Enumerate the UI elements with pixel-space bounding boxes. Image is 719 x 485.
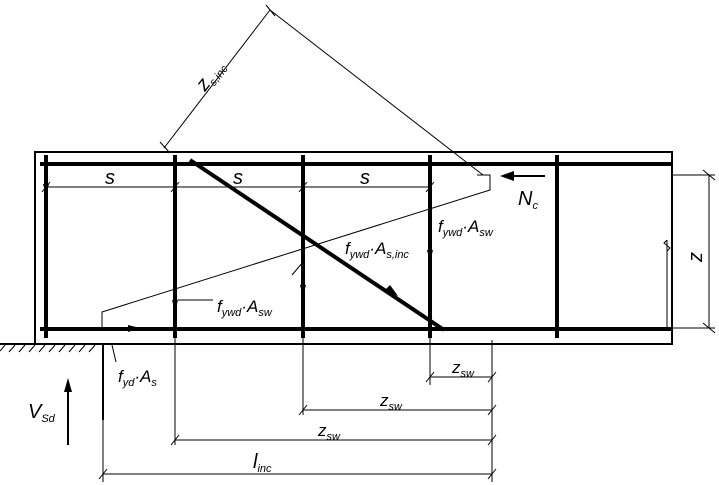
stirrup-force-arrows xyxy=(43,184,433,312)
label-s-2: s xyxy=(233,167,243,189)
z-s-inc-dimension xyxy=(159,4,484,176)
z-dimension xyxy=(663,169,716,334)
bottom-dimensions xyxy=(98,338,497,482)
shear-force-arrow xyxy=(64,378,72,445)
label-V-Sd: VSd xyxy=(28,401,56,425)
label-z-sw-1: zsw xyxy=(451,358,475,380)
label-z-sw-3: zsw xyxy=(317,421,341,443)
label-z-s-inc: zs,inc xyxy=(191,55,231,97)
label-z-sw-2: zsw xyxy=(379,391,403,413)
beam-outline xyxy=(34,151,673,345)
label-f-ywd-Asw-top: fywd·Asw xyxy=(438,217,494,239)
leader-lines xyxy=(111,261,304,363)
stirrups xyxy=(44,155,559,338)
support xyxy=(0,343,104,420)
label-f-ywd-As-inc: fywd·As,inc xyxy=(345,239,409,261)
inclined-bar xyxy=(188,158,446,332)
label-s-3: s xyxy=(360,167,370,189)
label-z: z xyxy=(685,252,707,263)
tension-force-arrow xyxy=(128,325,140,332)
svg-text:zs,inc: zs,inc xyxy=(191,55,231,97)
label-f-yd-As: fyd·As xyxy=(118,367,157,389)
compression-force-arrow xyxy=(500,171,545,181)
section-cut-line xyxy=(101,174,491,330)
label-f-ywd-Asw-bottom: fywd·Asw xyxy=(217,297,273,319)
inclined-bar-arrow xyxy=(384,285,398,296)
label-s-1: s xyxy=(105,167,115,189)
svg-text:z: z xyxy=(685,252,707,263)
label-N-c: Nc xyxy=(518,188,538,212)
label-l-inc: linc xyxy=(253,451,272,475)
